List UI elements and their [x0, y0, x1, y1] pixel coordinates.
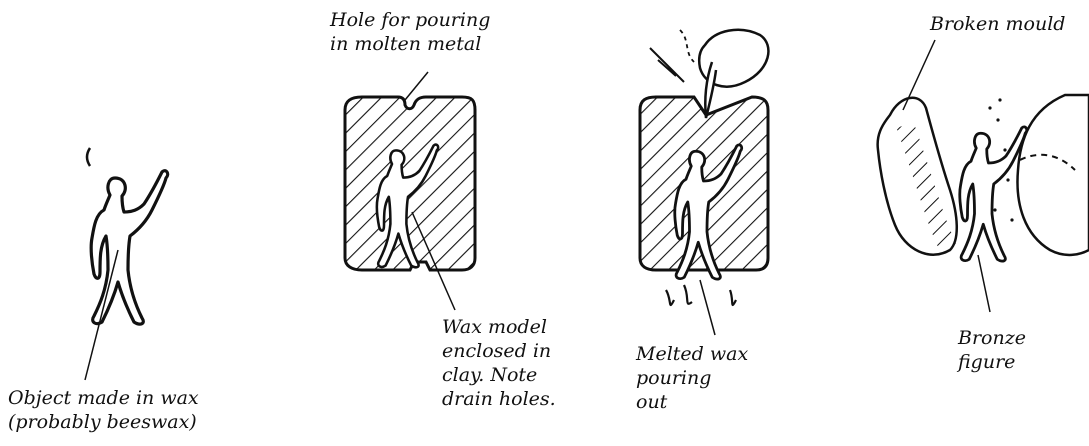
label-object-made-in-wax: Object made in wax (probably beeswax)	[8, 386, 199, 434]
label-bronze-figure: Bronze figure	[958, 326, 1026, 374]
label-line: clay. Note	[442, 363, 556, 387]
leader-melted-wax	[700, 280, 715, 335]
label-line: Hole for pouring	[330, 8, 490, 32]
wax-object-figure	[87, 148, 168, 324]
label-line: Object made in wax	[8, 386, 199, 410]
label-line: Bronze	[958, 326, 1026, 350]
label-line: (probably beeswax)	[8, 410, 199, 434]
label-hole-for-pouring: Hole for pouring in molten metal	[330, 8, 490, 56]
label-line: drain holes.	[442, 387, 556, 411]
label-line: figure	[958, 350, 1026, 374]
leader-bronze	[978, 255, 990, 312]
label-line: out	[636, 390, 748, 414]
label-melted-wax: Melted wax pouring out	[636, 342, 748, 414]
bronze-figure	[960, 127, 1027, 261]
label-wax-model: Wax model enclosed in clay. Note drain h…	[442, 315, 556, 411]
label-line: Wax model	[442, 315, 556, 339]
label-line: enclosed in	[442, 339, 556, 363]
label-line: in molten metal	[330, 32, 490, 56]
label-line: pouring	[636, 366, 748, 390]
melting-mould	[640, 30, 768, 305]
label-line: Melted wax	[636, 342, 748, 366]
label-line: Broken mould	[930, 12, 1065, 36]
label-broken-mould: Broken mould	[930, 12, 1065, 36]
